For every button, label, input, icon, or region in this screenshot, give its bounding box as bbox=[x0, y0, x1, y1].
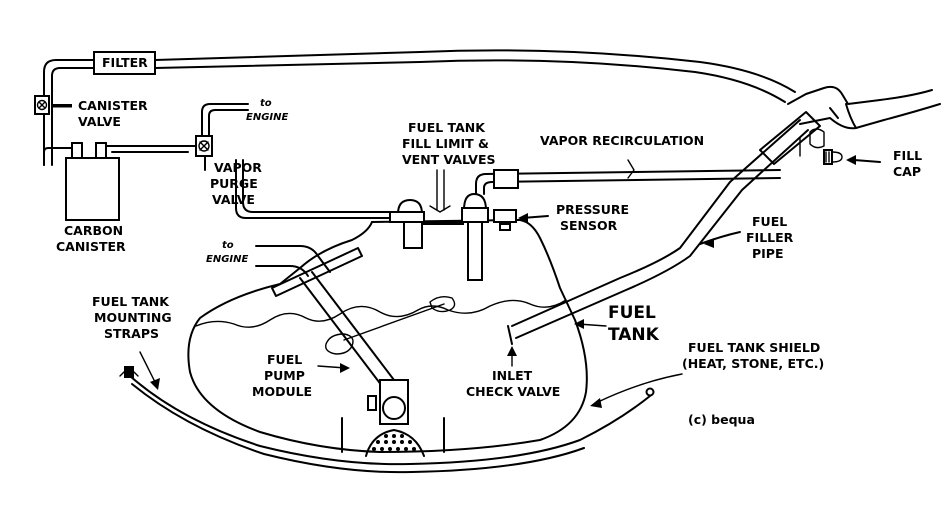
vapor-recirculation-line: VAPOR RECIRCULATION bbox=[475, 133, 781, 195]
pressure-sensor-label-1: PRESSURE bbox=[556, 202, 629, 217]
fuel-pump-module: to ENGINE FUEL PUMP MODULE bbox=[206, 240, 456, 425]
mounting-straps-label-2: MOUNTING bbox=[94, 310, 172, 325]
to-engine-top-label-1: to bbox=[260, 98, 272, 109]
pressure-sensor: PRESSURE SENSOR bbox=[493, 202, 629, 233]
fuel-pump-label-1: FUEL bbox=[267, 352, 302, 367]
fuel-pump-label-3: MODULE bbox=[252, 384, 312, 399]
tank-shield-label-1: FUEL TANK SHIELD bbox=[688, 340, 820, 355]
fuel-tank-label-2: TANK bbox=[608, 325, 660, 345]
fuel-nozzle bbox=[787, 85, 941, 157]
fill-cap-label-1: FILL bbox=[893, 148, 922, 163]
fuel-filler-pipe: FUEL FILLER PIPE bbox=[507, 111, 821, 345]
carbon-canister-label-1: CARBON bbox=[64, 223, 123, 238]
vapor-purge-valve: VAPOR PURGE VALVE bbox=[195, 135, 262, 207]
fuel-tank-valves-label-3: VENT VALVES bbox=[402, 152, 496, 167]
carbon-canister: CARBON CANISTER bbox=[43, 142, 126, 254]
canister-vent-hose bbox=[43, 49, 796, 166]
fuel-filler-pipe-label-2: FILLER bbox=[746, 230, 794, 245]
canister-valve: CANISTER VALVE bbox=[34, 95, 148, 129]
canister-valve-label-1: CANISTER bbox=[78, 98, 148, 113]
canister-valve-label-2: VALVE bbox=[78, 114, 121, 129]
to-engine-top-label-2: ENGINE bbox=[246, 112, 288, 123]
mounting-straps-label-1: FUEL TANK bbox=[92, 294, 170, 309]
inlet-check-label-2: CHECK VALVE bbox=[466, 384, 560, 399]
fill-cap: FILL CAP bbox=[823, 148, 922, 179]
fuel-tank-label-1: FUEL bbox=[608, 303, 656, 323]
filter: FILTER bbox=[93, 51, 156, 75]
fuel-tank-shield: FUEL TANK SHIELD (HEAT, STONE, ETC.) bbox=[590, 340, 824, 408]
carbon-canister-label-2: CANISTER bbox=[56, 239, 126, 254]
fuel-tank-valves-label-2: FILL LIMIT & bbox=[402, 136, 489, 151]
vapor-purge-label-1: VAPOR bbox=[214, 160, 262, 175]
filter-label: FILTER bbox=[102, 55, 148, 70]
mounting-straps: FUEL TANK MOUNTING STRAPS bbox=[92, 294, 655, 474]
copyright-label: (c) bequa bbox=[688, 412, 755, 427]
tank-shield-label-2: (HEAT, STONE, ETC.) bbox=[682, 356, 824, 371]
to-engine-left-label-2: ENGINE bbox=[206, 254, 248, 265]
vapor-purge-label-3: VALVE bbox=[212, 192, 255, 207]
vapor-purge-label-2: PURGE bbox=[210, 176, 258, 191]
mounting-straps-label-3: STRAPS bbox=[104, 326, 159, 341]
fuel-filler-pipe-label-3: PIPE bbox=[752, 246, 784, 261]
to-engine-left-label-1: to bbox=[222, 240, 234, 251]
inlet-check-valve: INLET CHECK VALVE bbox=[466, 346, 560, 399]
fill-limit-vent-valves: FUEL TANK FILL LIMIT & VENT VALVES bbox=[389, 120, 496, 281]
fuel-pump-label-2: PUMP bbox=[264, 368, 305, 383]
inlet-check-label-1: INLET bbox=[492, 368, 533, 383]
fill-cap-label-2: CAP bbox=[893, 164, 921, 179]
fuel-tank-valves-label-1: FUEL TANK bbox=[408, 120, 486, 135]
pump-strainer bbox=[372, 434, 416, 451]
fuel-filler-pipe-label-1: FUEL bbox=[752, 214, 787, 229]
vapor-recirculation-label: VAPOR RECIRCULATION bbox=[540, 133, 704, 148]
pressure-sensor-label-2: SENSOR bbox=[560, 218, 618, 233]
